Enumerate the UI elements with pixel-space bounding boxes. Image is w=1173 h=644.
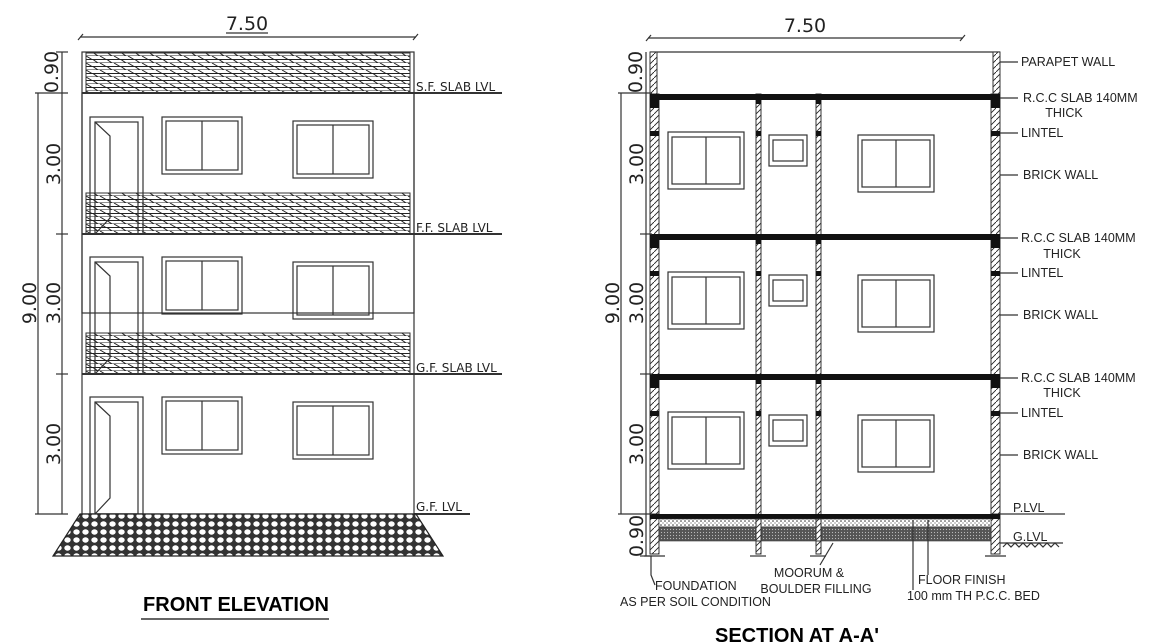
- sec-floor-dim-2: 3.00: [626, 143, 648, 185]
- label-slab-3: R.C.C SLAB 140MM: [1023, 91, 1138, 105]
- label-plinth-level: P.LVL: [1013, 501, 1045, 515]
- level-ff-slab: F.F. SLAB LVL: [416, 221, 493, 235]
- fe-floor-dim-2: 3.00: [43, 143, 65, 185]
- label-foundation-note: AS PER SOIL CONDITION: [620, 595, 771, 609]
- fe-total-height-dim: 9.00: [19, 282, 41, 324]
- label-lintel-2: LINTEL: [1021, 266, 1063, 280]
- sec-floor-dim-1: 3.00: [626, 282, 648, 324]
- label-slab-2: R.C.C SLAB 140MM: [1021, 231, 1136, 245]
- fe-floor-dim-1: 3.00: [43, 282, 65, 324]
- label-slab-3-thick: THICK: [1045, 106, 1083, 120]
- label-boulder-filling: BOULDER FILLING: [760, 582, 871, 596]
- label-pcc-bed: 100 mm TH P.C.C. BED: [907, 589, 1040, 603]
- label-ground-level: G.LVL: [1013, 530, 1048, 544]
- fe-floor-dim-0: 3.00: [43, 423, 65, 465]
- sec-plinth-dim: 0.90: [626, 515, 648, 557]
- level-gf-slab: G.F. SLAB LVL: [416, 361, 497, 375]
- label-slab-1-thick: THICK: [1043, 386, 1081, 400]
- sec-parapet-dim: 0.90: [625, 51, 647, 93]
- fe-parapet-dim: 0.90: [41, 51, 63, 93]
- level-sf-slab: S.F. SLAB LVL: [416, 80, 495, 94]
- section-a-a: 7.50: [602, 15, 1138, 644]
- fe-floor-2: [89, 116, 374, 235]
- level-gf: G.F. LVL: [416, 500, 462, 514]
- sec-floor-dim-0: 3.00: [626, 423, 648, 465]
- label-lintel-1: LINTEL: [1021, 406, 1063, 420]
- sec-windows: [667, 131, 935, 473]
- label-lintel-3: LINTEL: [1021, 126, 1063, 140]
- stone-plinth: [51, 513, 445, 557]
- label-slab-2-thick: THICK: [1043, 247, 1081, 261]
- label-foundation: FOUNDATION: [655, 579, 737, 593]
- front-elevation-title: FRONT ELEVATION: [143, 594, 329, 616]
- fe-width-dim: 7.50: [226, 13, 268, 35]
- fe-floor-1: [89, 256, 374, 375]
- label-slab-1: R.C.C SLAB 140MM: [1021, 371, 1136, 385]
- section-title: SECTION AT A-A': [715, 625, 879, 644]
- label-parapet-wall: PARAPET WALL: [1021, 55, 1115, 69]
- label-floor-finish: FLOOR FINISH: [918, 573, 1006, 587]
- fe-ground-floor: [89, 396, 374, 515]
- label-brick-1: BRICK WALL: [1023, 448, 1098, 462]
- sec-total-height-dim: 9.00: [602, 282, 624, 324]
- label-moorum: MOORUM &: [774, 566, 845, 580]
- front-elevation: 7.50 S.F. SLAB LVL F.F. SLAB LVL G.F. SL…: [19, 13, 502, 620]
- sec-width-dim: 7.50: [784, 15, 826, 37]
- label-brick-3: BRICK WALL: [1023, 168, 1098, 182]
- label-brick-2: BRICK WALL: [1023, 308, 1098, 322]
